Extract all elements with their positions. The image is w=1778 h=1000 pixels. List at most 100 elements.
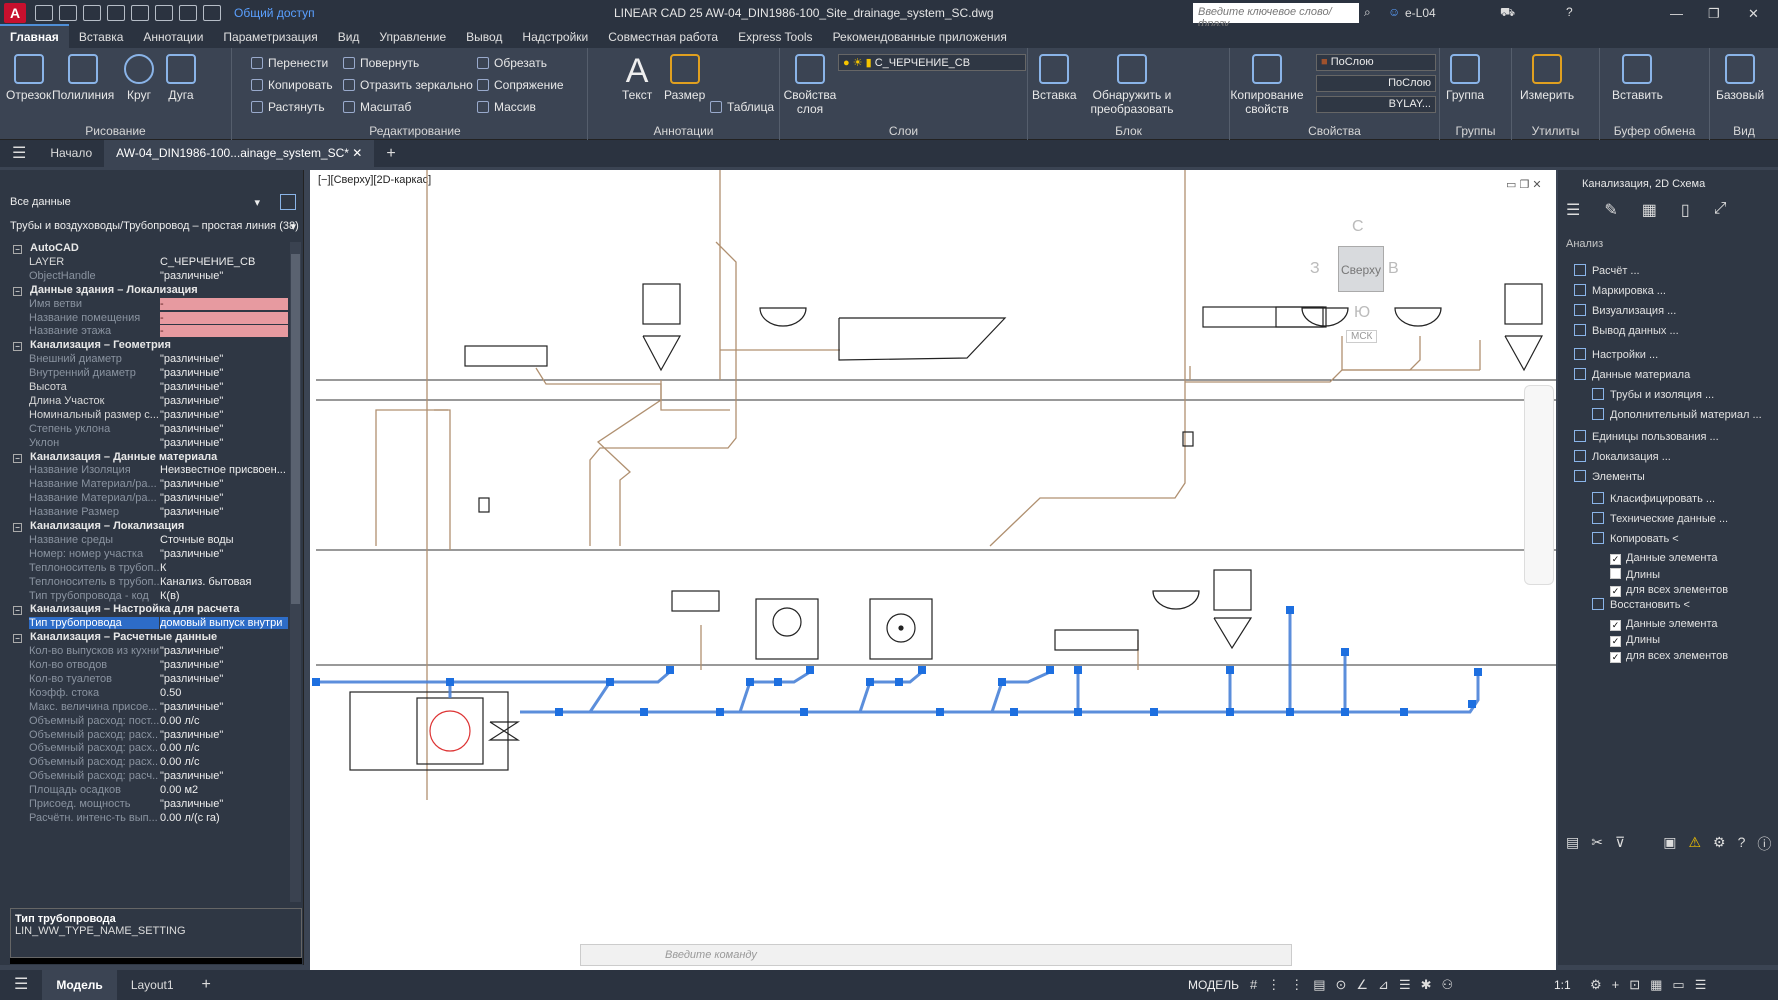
panel-title[interactable]: Свойства [1308, 124, 1361, 138]
property-row[interactable]: Уклон"различные" [8, 437, 288, 453]
panel-title[interactable]: Утилиты [1531, 124, 1580, 138]
property-row[interactable]: ObjectHandle"различные" [8, 270, 288, 286]
collapse-icon[interactable]: − [13, 342, 22, 352]
property-value[interactable]: "различные" [160, 770, 224, 783]
ribbon-tab[interactable]: Совместная работа [608, 30, 719, 44]
property-section[interactable]: −Канализация – Локализация [8, 520, 288, 536]
rotate-button[interactable]: Повернуть [343, 56, 419, 70]
checkbox-icon[interactable]: ✓ [1610, 636, 1621, 647]
viewport-label[interactable]: [−][Сверху][2D-каркас] [318, 174, 432, 186]
quick-select-icon[interactable] [280, 194, 296, 210]
ribbon-tab[interactable]: Вид [337, 30, 360, 44]
ribbon-tab[interactable]: Надстройки [522, 30, 589, 44]
panel-checkbox[interactable]: ✓для всех элементов [1610, 584, 1728, 597]
scrollbar-thumb[interactable] [291, 254, 300, 604]
property-value[interactable]: "различные" [160, 381, 224, 393]
panel-item[interactable]: Расчёт ... [1574, 264, 1640, 277]
property-value[interactable]: "различные" [160, 798, 224, 810]
panel-checkbox[interactable]: ✓Данные элемента [1610, 618, 1718, 631]
property-row[interactable]: Высота"различные" [8, 381, 288, 397]
panel-item[interactable]: Вывод данных ... [1574, 324, 1679, 337]
property-value[interactable]: "различные" [160, 700, 224, 713]
navigation-bar[interactable] [1524, 385, 1554, 585]
property-row[interactable]: Объемный расход: расх...0.00 л/с [8, 756, 288, 772]
property-value[interactable]: 0.00 л/с [160, 742, 200, 755]
collapse-icon[interactable]: − [13, 606, 22, 616]
panel-checkbox[interactable]: ✓Длины [1610, 634, 1660, 647]
panel-checkbox[interactable]: ✓Данные элемента [1610, 552, 1718, 565]
property-row[interactable]: Внешний диаметр"различные" [8, 353, 288, 369]
collapse-icon[interactable]: − [13, 453, 22, 463]
compass-south[interactable]: Ю [1354, 304, 1371, 321]
open-file-icon[interactable] [59, 5, 77, 21]
annotation-scale[interactable]: 1:1 [1554, 978, 1571, 992]
checkbox-icon[interactable] [1610, 568, 1621, 579]
view-cube[interactable]: Сверху С З В Ю МСК [1310, 212, 1400, 343]
panel-title[interactable]: Блок [1115, 124, 1142, 138]
mirror-button[interactable]: Отразить зеркально [343, 78, 473, 92]
line-button[interactable]: Отрезок [6, 54, 51, 102]
share-button[interactable]: Общий доступ [234, 6, 315, 20]
checkbox-icon[interactable]: ✓ [1610, 652, 1621, 663]
calculator-icon[interactable]: ▦ [1641, 202, 1657, 219]
panel-item[interactable]: Копировать < [1592, 532, 1679, 545]
property-row[interactable]: Объемный расход: расч..."различные" [8, 770, 288, 786]
arc-button[interactable]: Дуга [166, 54, 196, 102]
table-button[interactable]: Таблица [710, 100, 774, 114]
copy-button[interactable]: Копировать [251, 78, 333, 92]
base-view-button[interactable]: Базовый [1716, 54, 1764, 102]
settings-icon[interactable]: ⚙ [1713, 834, 1726, 850]
property-value[interactable]: домовый выпуск внутри [160, 617, 288, 630]
property-value[interactable]: 0.00 л/с [160, 714, 200, 727]
property-value[interactable]: - [160, 297, 288, 310]
property-value[interactable]: - [160, 311, 288, 324]
insert-block-button[interactable]: Вставка [1032, 54, 1077, 102]
document-icon[interactable]: ▯ [1680, 202, 1690, 219]
panel-item[interactable]: Локализация ... [1574, 450, 1671, 463]
status-tools-icon[interactable]: ⚙+⊡▦▭☰ [1590, 977, 1717, 992]
polyline-button[interactable]: Полилиния [52, 54, 114, 102]
property-value[interactable]: "различные" [160, 394, 224, 407]
ribbon-tab[interactable]: Главная [0, 24, 69, 48]
property-row[interactable]: Степень уклона"различные" [8, 423, 288, 439]
checkbox-icon[interactable]: ✓ [1610, 554, 1621, 565]
minimize-icon[interactable]: — [1670, 6, 1683, 21]
property-row[interactable]: Название Материал/ра..."различные" [8, 492, 288, 508]
property-value[interactable]: "различные" [160, 408, 224, 421]
circle-button[interactable]: Круг [124, 54, 154, 102]
ribbon-tab[interactable]: Управление [379, 30, 447, 44]
checkbox-icon[interactable]: ✓ [1610, 620, 1621, 631]
print-icon[interactable] [155, 5, 173, 21]
property-row[interactable]: Внутренний диаметр"различные" [8, 367, 288, 383]
property-value[interactable]: "различные" [160, 506, 224, 519]
measure-button[interactable]: Измерить [1520, 54, 1574, 102]
property-value[interactable]: К [160, 561, 167, 574]
property-row[interactable]: Объемный расход: расх...0.00 л/с [8, 742, 288, 758]
property-value[interactable]: "различные" [160, 547, 224, 560]
property-row[interactable]: Объемный расход: расх..."различные" [8, 729, 288, 745]
property-row[interactable]: Имя ветви- [8, 297, 288, 314]
filter-dropdown[interactable]: Все данные▾ [10, 196, 260, 209]
property-row[interactable]: Кол-во выпусков из кухни"различные" [8, 645, 288, 661]
property-row[interactable]: Название этажа- [8, 325, 288, 341]
property-value[interactable]: "различные" [160, 436, 224, 449]
add-layout-icon[interactable]: + [201, 976, 211, 993]
property-row[interactable]: Название Размер"различные" [8, 506, 288, 522]
property-row[interactable]: Присоед. мощность"различные" [8, 798, 288, 814]
properties-scrollbar[interactable] [290, 242, 301, 902]
search-icon[interactable]: ⌕ [1364, 5, 1371, 19]
panel-title[interactable]: Группы [1455, 124, 1496, 138]
layer-dropdown[interactable]: ● ☀ ▮ С_ЧЕРЧЕНИЕ_СВ [838, 54, 1026, 71]
new-file-icon[interactable] [35, 5, 53, 21]
ribbon-tab[interactable]: Рекомендованные приложения [832, 30, 1007, 44]
property-value[interactable]: К(в) [160, 589, 180, 602]
property-row[interactable]: Длина Участок"различные" [8, 395, 288, 411]
property-value[interactable]: 0.00 м2 [160, 784, 199, 797]
edit-icon[interactable]: ✎ [1604, 202, 1618, 219]
lineweight-dropdown[interactable]: ПоСлою [1316, 75, 1436, 92]
